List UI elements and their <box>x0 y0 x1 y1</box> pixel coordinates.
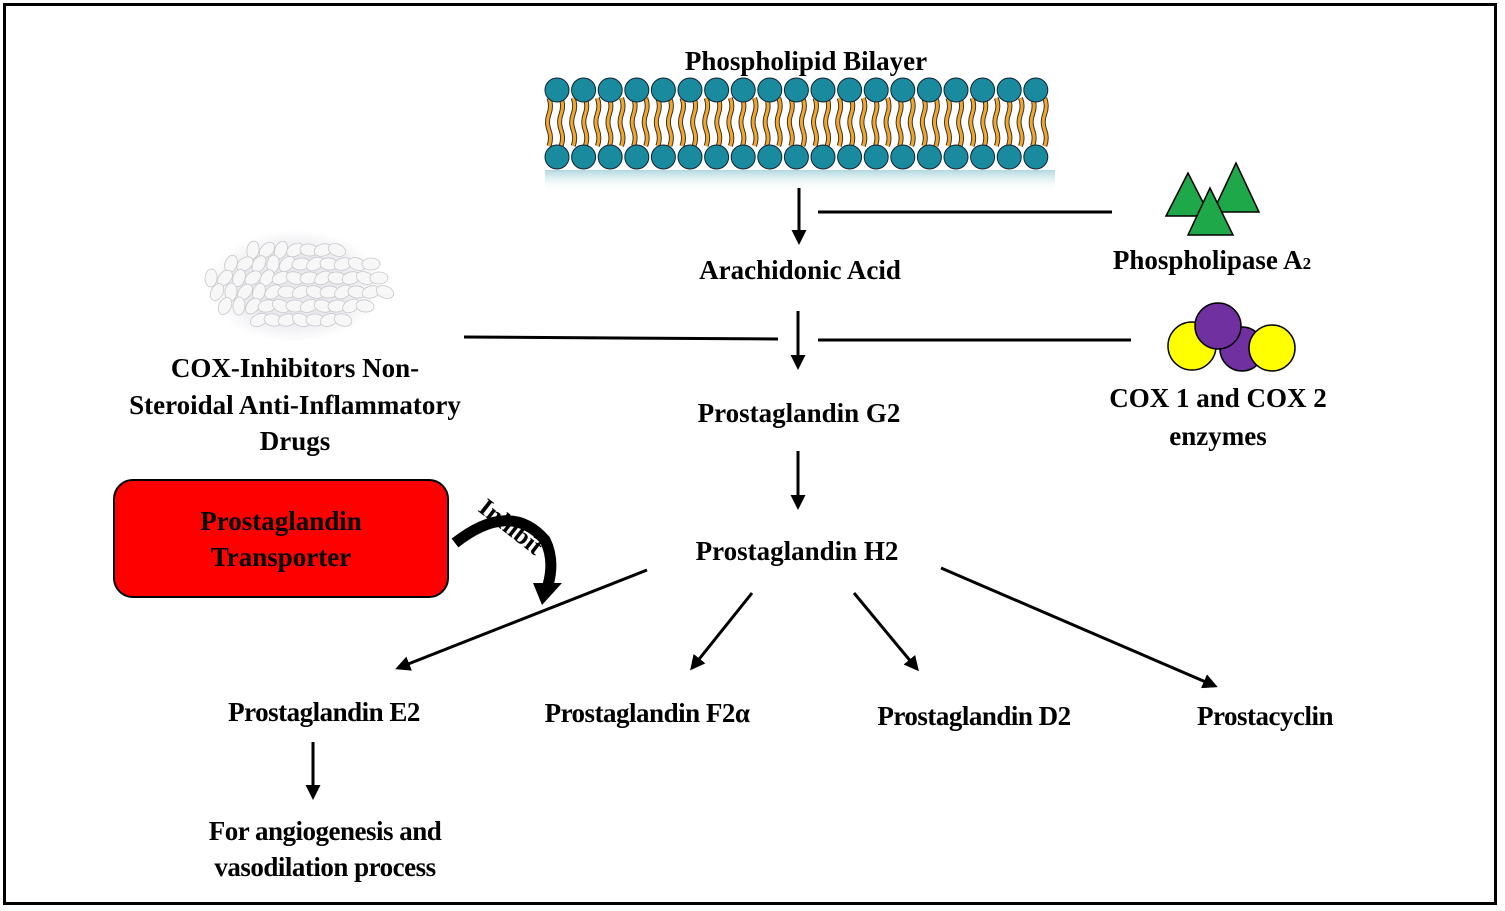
arrow-to-pge2 <box>395 568 648 671</box>
diagram-frame <box>3 3 1497 905</box>
inhibit-arrow-icon <box>451 515 562 605</box>
cox-enzymes-icon <box>1167 302 1296 372</box>
arrow-to-pgd2 <box>852 592 919 672</box>
cox-label-line2: enzymes <box>1169 421 1267 451</box>
arrow-to-pgf2a <box>690 592 754 671</box>
phospholipase-a2-icon <box>1164 161 1261 236</box>
transporter-label: Prostaglandin Transporter <box>200 505 362 572</box>
pla2-label-text: Phospholipase A <box>1112 245 1303 275</box>
pla2-label-subscript: 2 <box>1302 254 1312 273</box>
pla2-label: Phospholipase A2 <box>1113 242 1311 282</box>
node-prostaglandin-h2: Prostaglandin H2 <box>695 536 899 566</box>
cox-label-line1: COX 1 and COX 2 <box>1109 383 1327 413</box>
bilayer-title: Phospholipid Bilayer <box>684 46 928 76</box>
nsaid-line <box>463 335 779 341</box>
node-prostaglandin-d2: Prostaglandin D2 <box>877 701 1071 731</box>
nsaid-label-line1: COX-Inhibitors Non- <box>170 353 420 383</box>
node-prostacyclin: Prostacyclin <box>1197 701 1333 731</box>
arrow-to-prostacyclin <box>940 566 1218 689</box>
phospholipid-bilayer-icon <box>544 77 1055 192</box>
prostaglandin-transporter-box: Prostaglandin Transporter <box>113 479 449 598</box>
node-prostaglandin-f2a: Prostaglandin F2α <box>544 698 750 728</box>
nsaid-label-line2: Steroidal Anti-Inflammatory <box>129 390 461 420</box>
node-prostaglandin-g2: Prostaglandin G2 <box>697 398 901 428</box>
node-arachidonic-acid: Arachidonic Acid <box>699 255 901 285</box>
outcome-line1: For angiogenesis and <box>208 816 442 846</box>
pills-icon <box>204 230 395 342</box>
nsaid-label-line3: Drugs <box>259 426 331 456</box>
node-prostaglandin-e2: Prostaglandin E2 <box>228 697 420 727</box>
outcome-line2: vasodilation process <box>214 852 436 882</box>
